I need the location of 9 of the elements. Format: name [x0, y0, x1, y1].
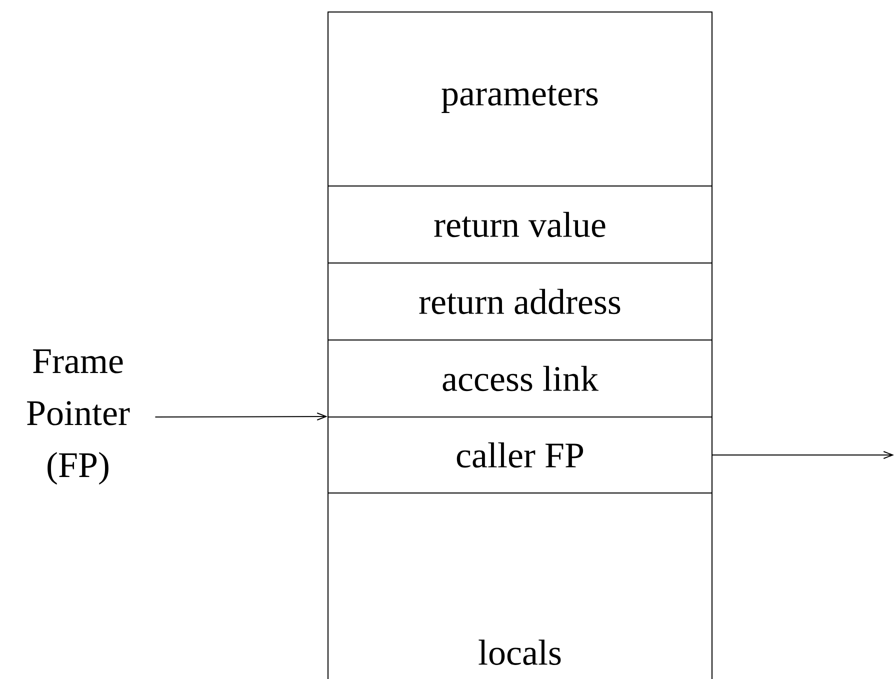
pointer-label: Frame Pointer (FP)	[27, 349, 130, 485]
stack-box: return value	[328, 186, 712, 264]
stack-box: parameters	[328, 12, 712, 186]
stack-box: return address	[328, 262, 712, 340]
arrow	[154, 412, 328, 421]
stack-box: access link	[328, 340, 712, 418]
locals-box: locals	[328, 492, 712, 679]
stack-box: caller FP	[328, 416, 712, 494]
arrow	[712, 451, 894, 459]
